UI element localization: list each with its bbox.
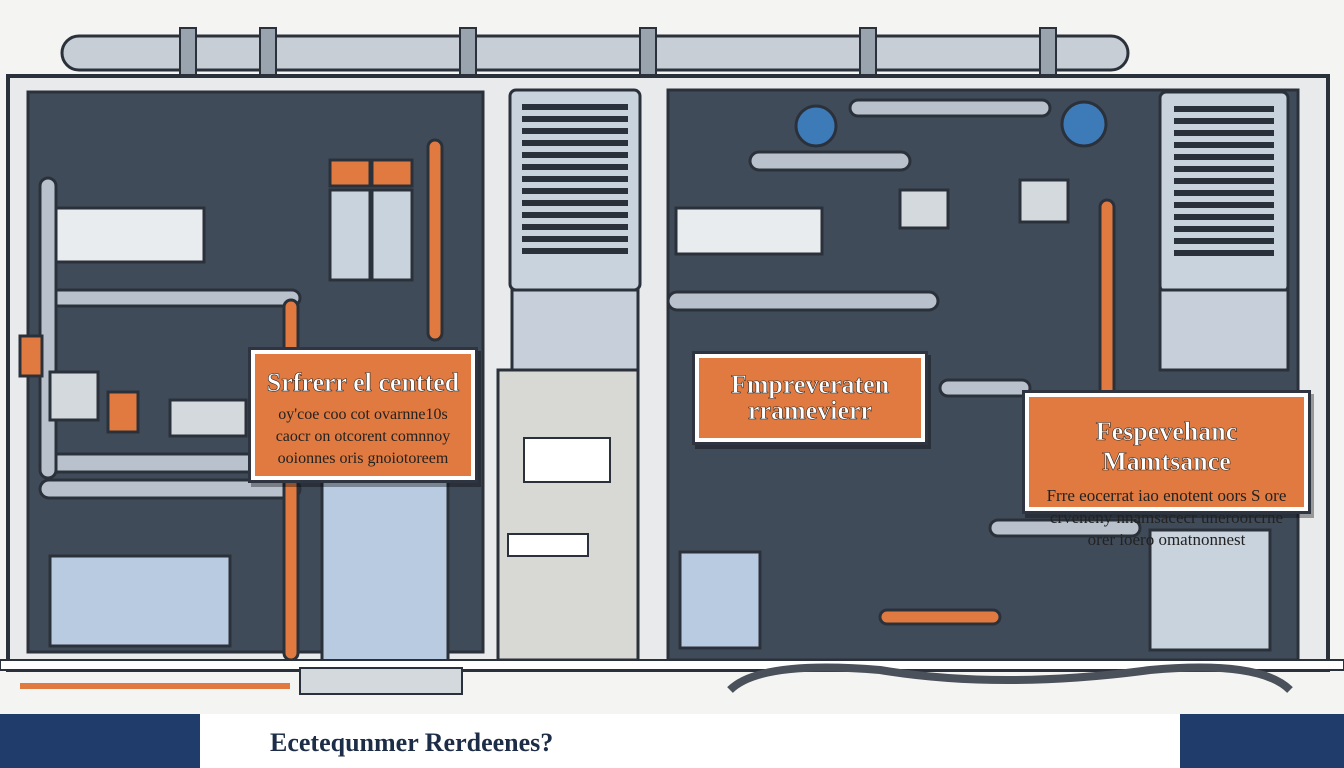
sign-right: Fespevehanc Mamtsance Frre eocerrat iao … — [1025, 393, 1308, 549]
footer-white-band — [200, 714, 1180, 768]
center-door — [496, 88, 642, 662]
sign-left-title: Srfrerr el centted — [266, 368, 460, 398]
sign-right-line: orer ioero omatnonnest — [1087, 530, 1246, 549]
sign-middle-title-line: Fmpreveraten — [730, 370, 890, 399]
sign-middle-title-line: rramevierr — [747, 396, 873, 425]
sign-middle: Fmpreveraten rramevierr — [695, 354, 925, 442]
sign-right-line: Frre eocerrat iao enotent oors S ore — [1046, 486, 1287, 505]
sign-left-line: ooionnes oris gnoiotoreem — [277, 450, 449, 467]
sign-right-line: crveneny nnamsacecr uneroorcrne — [1049, 508, 1284, 527]
sign-left-line: caocr on otcorent comnnoy — [275, 428, 451, 445]
sign-left: Srfrerr el centted oy'coe coo cot ovarnn… — [251, 350, 475, 480]
sign-left-line: oy'coe coo cot ovarnne10s — [278, 406, 448, 423]
sign-right-title: Fespevehanc Mamtsance — [1095, 417, 1238, 477]
floor-base — [299, 667, 463, 695]
hose — [727, 663, 1293, 693]
footer-band: Ecetequnmer Rerdeenes? — [0, 714, 1344, 768]
left-pipework — [18, 138, 450, 668]
right-vent-unit — [1158, 90, 1290, 372]
footer-caption: Ecetequnmer Rerdeenes? — [270, 728, 554, 757]
top-pipe — [60, 27, 1130, 79]
right-pipework — [666, 98, 1272, 652]
